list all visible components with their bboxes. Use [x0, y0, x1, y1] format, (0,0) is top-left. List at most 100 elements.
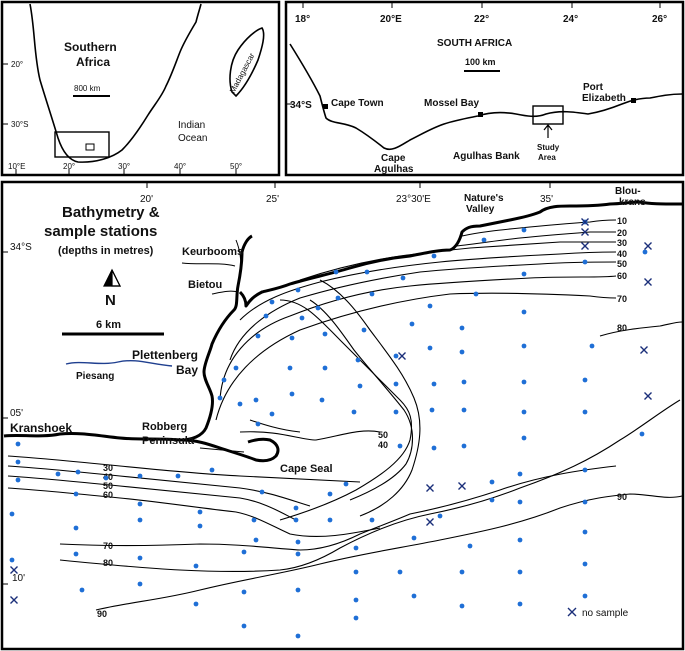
sample-station	[327, 517, 333, 523]
sample-station	[241, 623, 247, 629]
sample-station	[431, 253, 437, 259]
sample-station	[197, 509, 203, 515]
sample-station	[351, 409, 357, 415]
sample-station	[15, 459, 21, 465]
sample-station	[269, 299, 275, 305]
plettenberg-label-2: Bay	[176, 363, 198, 377]
depth-label-30: 30	[617, 238, 627, 248]
sample-station	[459, 325, 465, 331]
main-lat-34: 34°S	[10, 242, 32, 253]
mossel-bay-label: Mossel Bay	[424, 98, 479, 109]
sample-station	[137, 555, 143, 561]
sample-station	[409, 321, 415, 327]
robberg-leader-line	[199, 447, 245, 453]
indian-ocean-label-1: Indian	[178, 120, 205, 131]
main-lat-05: 05'	[10, 408, 23, 419]
sample-station	[582, 467, 588, 473]
sample-station	[333, 269, 339, 275]
main-title-1: Bathymetry &	[62, 204, 160, 221]
sample-station	[467, 543, 473, 549]
madagascar-outline	[229, 27, 265, 98]
depth-label-w60: 60	[103, 490, 113, 500]
sample-station	[461, 443, 467, 449]
sample-station	[259, 489, 265, 495]
sample-station	[55, 471, 61, 477]
depth-label-50: 50	[617, 259, 627, 269]
robberg-label-2: Peninsula	[142, 435, 195, 447]
inset-africa-box	[54, 131, 110, 158]
inset-sa-frame	[284, 0, 685, 177]
inset-africa-lat-30: 30°S	[11, 120, 28, 129]
sample-station	[73, 491, 79, 497]
depth-label-60: 60	[617, 271, 627, 281]
sample-station	[251, 517, 257, 523]
no-sample-marker	[644, 242, 652, 250]
robberg-peninsula	[181, 437, 280, 463]
sample-station	[521, 379, 527, 385]
sample-station	[355, 357, 361, 363]
sample-station	[221, 377, 227, 383]
main-lon-20: 20'	[140, 194, 153, 205]
main-lon-35: 35'	[540, 194, 553, 205]
sample-station	[639, 431, 645, 437]
agulhas-bank-label: Agulhas Bank	[453, 151, 520, 162]
depth-label-w90: 90	[97, 609, 107, 619]
sample-station	[289, 391, 295, 397]
sample-station	[293, 505, 299, 511]
sa-coastline	[289, 43, 683, 151]
sample-station	[582, 409, 588, 415]
sample-station	[411, 593, 417, 599]
sample-station	[589, 343, 595, 349]
sample-station	[582, 593, 588, 599]
inset-africa-title-2: Africa	[76, 55, 110, 69]
sample-station	[517, 499, 523, 505]
sample-station	[397, 569, 403, 575]
north-label: N	[105, 292, 116, 309]
sample-station	[335, 295, 341, 301]
sample-station	[582, 259, 588, 265]
main-lat-10: 10'	[12, 573, 25, 584]
legend-no-sample-label: no sample	[582, 608, 629, 619]
sample-station	[473, 291, 479, 297]
main-scale-label: 6 km	[96, 319, 121, 331]
sample-station	[369, 517, 375, 523]
bloukrans-label-1: Blou-	[615, 186, 641, 197]
inset-africa-frame	[0, 0, 281, 177]
port-elizabeth-label-1: Port	[583, 82, 604, 93]
sample-station	[489, 479, 495, 485]
sample-station	[253, 537, 259, 543]
north-arrow-icon	[103, 268, 121, 287]
sample-station	[353, 569, 359, 575]
sample-station	[217, 395, 223, 401]
no-sample-marker	[640, 346, 648, 354]
no-sample-marker	[426, 518, 434, 526]
kranshoek-label: Kranshoek	[10, 421, 72, 435]
inset-africa-lon-10: 10°E	[8, 162, 25, 171]
main-title-2: sample stations	[44, 223, 157, 240]
sample-station	[193, 601, 199, 607]
sample-station	[253, 397, 259, 403]
port-elizabeth-marker	[631, 98, 636, 103]
sample-station	[427, 303, 433, 309]
cape-town-marker	[323, 104, 328, 109]
sample-stations	[9, 219, 648, 639]
sample-station	[255, 333, 261, 339]
sample-station	[521, 271, 527, 277]
sample-station	[15, 441, 21, 447]
main-lon-25: 25'	[266, 194, 279, 205]
sample-station	[322, 331, 328, 337]
sample-station	[369, 291, 375, 297]
sample-station	[73, 551, 79, 557]
depth-label-w50: 50	[103, 481, 113, 491]
inset-africa-lon-30: 30°	[118, 162, 130, 171]
africa-coastline	[29, 3, 202, 163]
sample-station	[353, 545, 359, 551]
sample-station	[521, 227, 527, 233]
port-elizabeth-label-2: Elizabeth	[582, 93, 626, 104]
sample-station	[489, 497, 495, 503]
sample-station	[642, 249, 648, 255]
robberg-label-1: Robberg	[142, 421, 187, 433]
sample-station	[427, 345, 433, 351]
cape-seal-label: Cape Seal	[280, 463, 333, 475]
sample-station	[295, 539, 301, 545]
